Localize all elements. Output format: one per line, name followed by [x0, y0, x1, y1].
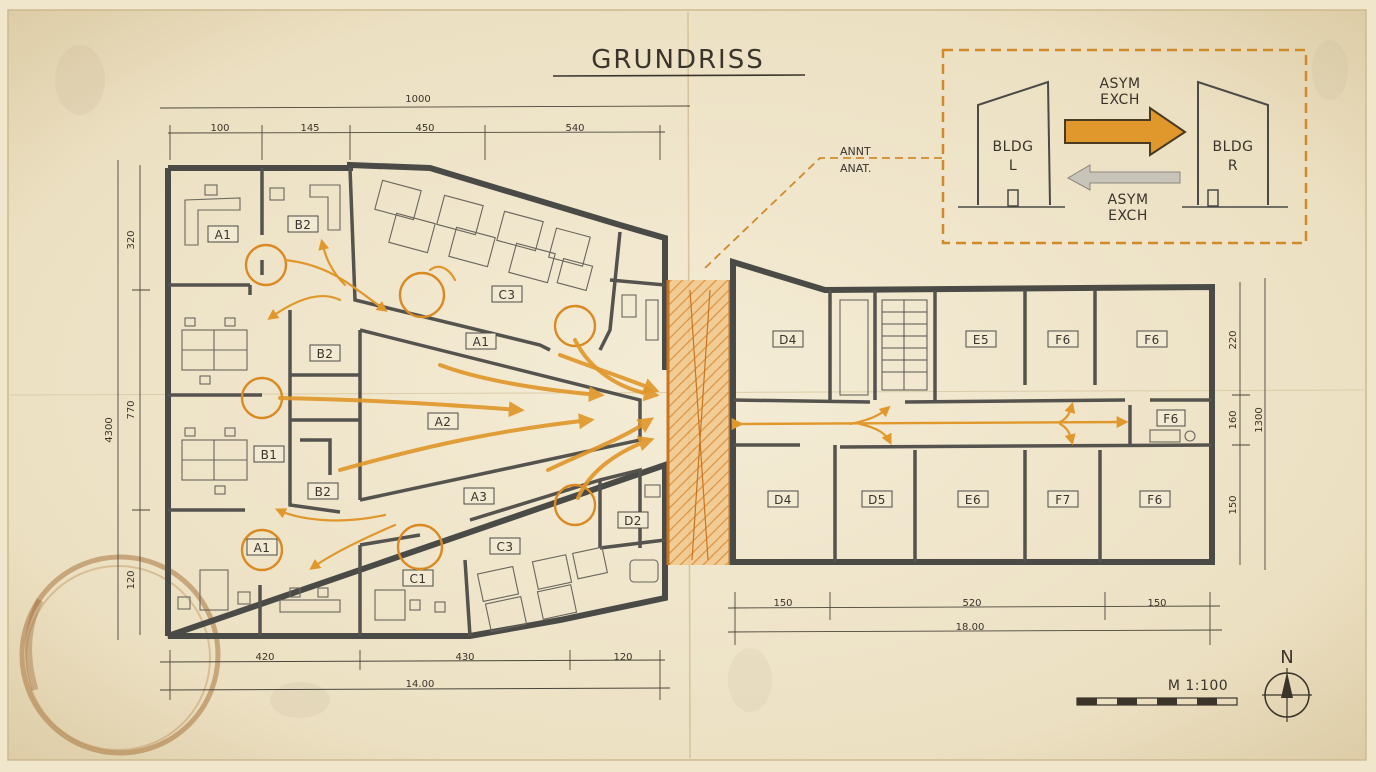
room-label-c3-bottom: C3 [496, 540, 513, 554]
dim-top-seg-4: 540 [565, 123, 584, 134]
dimensions-left-building: 1000 100 145 450 540 4300 320 770 120 42… [104, 94, 691, 700]
dimensions-right-building: 150 520 150 18.00 220 160 150 1300 [727, 278, 1266, 645]
right-building-walls [730, 257, 1215, 565]
dim-top-seg-2: 145 [300, 123, 319, 134]
room-label-e6: E6 [965, 493, 981, 507]
dim-bottom-left-seg-2: 430 [455, 652, 474, 663]
legend-right-label-2: R [1228, 158, 1238, 174]
dim-right-seg-3: 150 [1228, 495, 1239, 514]
legend-top-arrow-1: ASYM [1099, 76, 1140, 92]
legend-bottom-arrow-1: ASYM [1107, 192, 1148, 208]
north-arrow-icon: N [1262, 647, 1312, 722]
stair [881, 299, 928, 391]
dim-bottom-left-seg-3: 120 [613, 652, 632, 663]
legend-left-label-2: L [1009, 158, 1017, 174]
room-label-b1: B1 [261, 448, 278, 462]
dim-bottom-right-seg-1: 150 [773, 598, 792, 609]
dim-left-seg-1: 320 [126, 230, 137, 249]
annotation-line-2: ANAT. [840, 162, 871, 175]
corridor-arrow [731, 401, 1129, 446]
dim-top-total: 1000 [405, 94, 430, 105]
north-label: N [1280, 647, 1293, 668]
connector-bridge [666, 280, 732, 565]
scale-bar: M 1:100 [1076, 678, 1238, 706]
room-label-f7: F7 [1055, 493, 1071, 507]
legend-return-arrow-icon [1066, 164, 1181, 191]
room-label-f6-top2: F6 [1144, 333, 1160, 347]
left-building-furniture [177, 179, 661, 633]
legend-left-label-1: BLDG [992, 139, 1033, 155]
left-building-labels: A1 B2 C3 A1 B2 A2 B1 B2 A3 A1 C1 C3 D2 [207, 215, 649, 587]
scale-label: M 1:100 [1168, 678, 1228, 694]
dim-right-total: 1300 [1254, 407, 1265, 432]
dim-bottom-right-seg-2: 520 [962, 598, 981, 609]
dim-top-seg-3: 450 [415, 123, 434, 134]
room-label-a1-mid: A1 [473, 335, 490, 349]
room-label-a1-top: A1 [215, 228, 232, 242]
room-label-a3: A3 [471, 490, 488, 504]
dim-left-total: 4300 [104, 417, 115, 442]
legend-top-arrow-2: EXCH [1100, 92, 1140, 108]
room-label-d4-bottom: D4 [774, 493, 792, 507]
room-label-d5: D5 [868, 493, 886, 507]
legend-right-label-1: BLDG [1212, 139, 1253, 155]
dim-bottom-left-seg-1: 420 [255, 652, 274, 663]
room-label-f6-bottom: F6 [1147, 493, 1163, 507]
room-label-b2-low: B2 [315, 485, 332, 499]
room-label-f6-top1: F6 [1055, 333, 1071, 347]
dim-left-seg-3: 120 [126, 570, 137, 589]
dim-left-seg-2: 770 [126, 400, 137, 419]
flow-arrows [240, 238, 660, 572]
room-label-d4-top: D4 [779, 333, 797, 347]
room-label-a1-bottom: A1 [254, 541, 271, 555]
right-building-labels: D4 E5 F6 F6 F6 D4 D5 E6 F7 F6 [767, 330, 1186, 508]
room-label-f6-small: F6 [1163, 412, 1179, 426]
dim-bottom-right-total: 18.00 [956, 622, 985, 633]
legend-bottom-arrow-2: EXCH [1108, 208, 1148, 224]
legend-forward-arrow-icon [1064, 106, 1187, 157]
annotation-line-1: ANNT [840, 145, 871, 158]
room-label-b2-top: B2 [295, 218, 312, 232]
dim-top-seg-1: 100 [210, 123, 229, 134]
room-label-e5: E5 [973, 333, 989, 347]
plan-title: GRUNDRISS [591, 45, 764, 75]
room-label-c1: C1 [409, 572, 426, 586]
room-label-d2: D2 [624, 514, 642, 528]
dim-bottom-left-total: 14.00 [406, 679, 435, 690]
legend-box: ANNT ANAT. BLDG L BLDG R ASYM EXCH ASYM … [704, 48, 1308, 269]
room-label-a2: A2 [435, 415, 452, 429]
dim-right-seg-2: 160 [1228, 410, 1239, 429]
room-label-c3-top: C3 [498, 288, 515, 302]
room-label-b2-mid: B2 [317, 347, 334, 361]
dim-right-seg-1: 220 [1228, 330, 1239, 349]
dim-bottom-right-seg-3: 150 [1147, 598, 1166, 609]
